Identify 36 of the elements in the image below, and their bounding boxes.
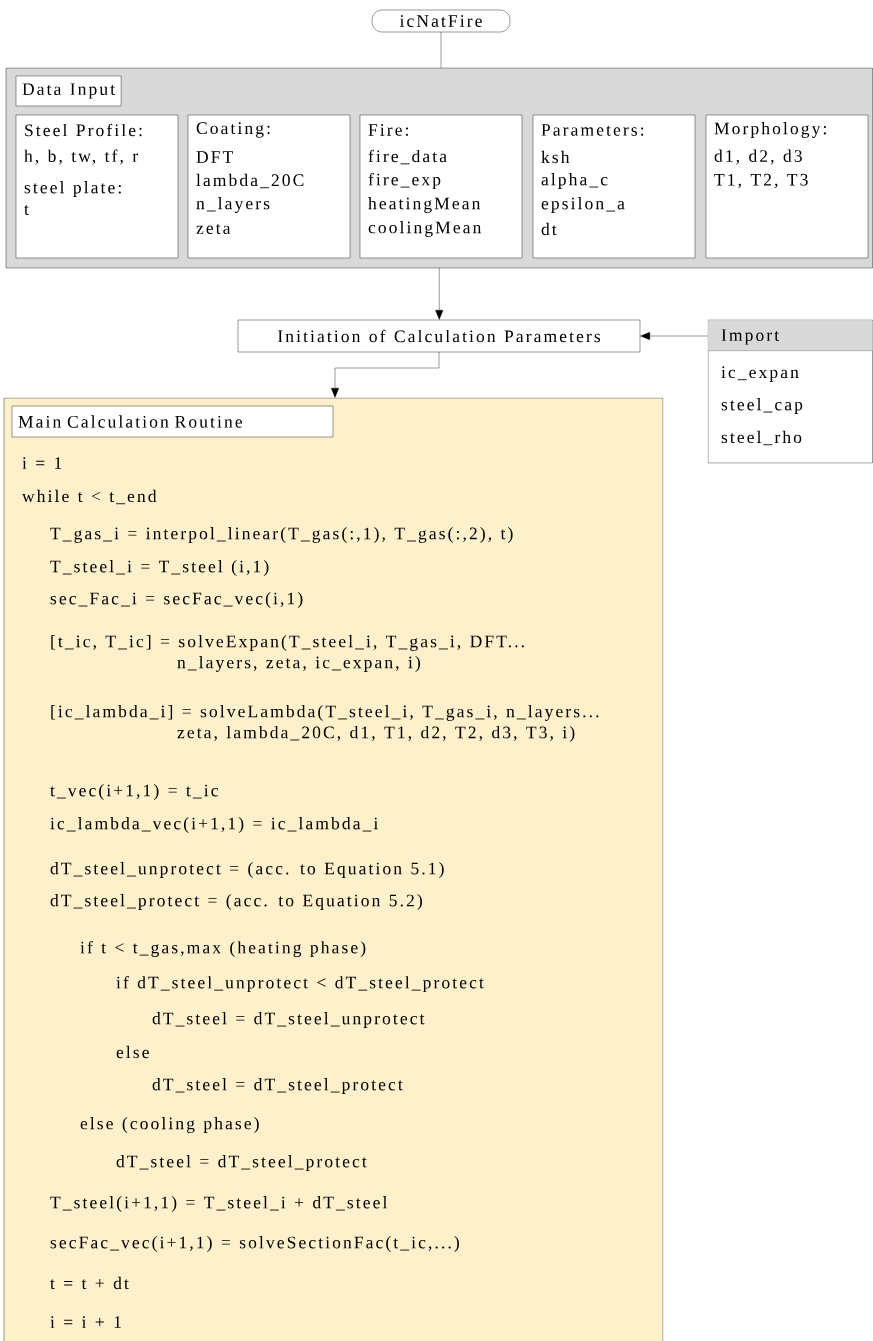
terminal-box: icNatFire xyxy=(371,9,511,33)
code-line: sec_Fac_i = secFac_vec(i,1) xyxy=(50,592,303,608)
code-line: t_vec(i+1,1) = t_ic xyxy=(50,784,218,800)
code-line: dT_steel_protect = (acc. to Equation 5.2) xyxy=(50,894,422,910)
code-line: i = 1 xyxy=(22,457,62,469)
code-line: t = t + dt xyxy=(50,1276,129,1290)
heading-box: Main Calculation Routine xyxy=(11,405,334,438)
code-line: [t_ic, T_ic] = solveExpan(T_steel_i, T_gas_i, DFT... n_layers, zeta, ic_expan, i) xyxy=(51,635,524,672)
process-box: Initiation of Calculation Parameters xyxy=(237,319,641,353)
code-line: if dT_steel_unprotect < dT_steel_protect xyxy=(116,976,484,993)
code-line: i = i + 1 xyxy=(50,1316,121,1328)
heading-box: Data Input xyxy=(15,75,122,107)
input-box: Steel Profile: h, b, tw, tf, r steel plate: t xyxy=(15,114,179,259)
code-line: secFac_vec(i+1,1) = solveSectionFac(t_ic,...) xyxy=(50,1236,459,1252)
input-band xyxy=(5,67,873,269)
code-line: dT_steel_unprotect = (acc. to Equation 5.1) xyxy=(50,862,444,878)
code-line: if t < t_gas,max (heating phase) xyxy=(80,940,366,958)
code-line: while t < t_end xyxy=(22,489,157,505)
code-line: ic_lambda_vec(i+1,1) = ic_lambda_i xyxy=(50,817,378,833)
code-line: dT_steel = dT_steel_protect xyxy=(152,1078,403,1094)
code-line: T_steel_i = T_steel (i,1) xyxy=(50,560,269,576)
code-line: dT_steel = dT_steel_protect xyxy=(116,1155,367,1171)
code-line: [ic_lambda_i] = solveLambda(T_steel_i, T_gas_i, n_layers... zeta, lambda_20C, d1, T1, d2, T2, d3, T3, i) xyxy=(51,705,599,742)
arrow xyxy=(331,351,440,398)
code-line: else (cooling phase) xyxy=(80,1117,259,1133)
code-line: T_steel(i+1,1) = T_steel_i + dT_steel xyxy=(50,1196,388,1212)
code-line: T_gas_i = interpol_linear(T_gas(:,1), T_gas(:,2), t) xyxy=(50,527,513,543)
arrow xyxy=(640,332,709,340)
input-box: Fire: fire_data fire_exp heatingMean coolingMean xyxy=(359,114,523,259)
input-box: Coating: DFT lambda_20C n_layers zeta xyxy=(187,114,351,259)
code-line: else xyxy=(116,1045,149,1059)
import-box: Import ic_expan steel_cap steel_rho xyxy=(707,319,873,464)
input-box: Parameters: ksh alpha_c epsilon_a dt xyxy=(532,114,696,259)
input-box: Morphology: d1, d2, d3 T1, T2, T3 xyxy=(705,114,869,259)
code-line: dT_steel = dT_steel_unprotect xyxy=(152,1012,425,1028)
arrow xyxy=(435,267,444,320)
